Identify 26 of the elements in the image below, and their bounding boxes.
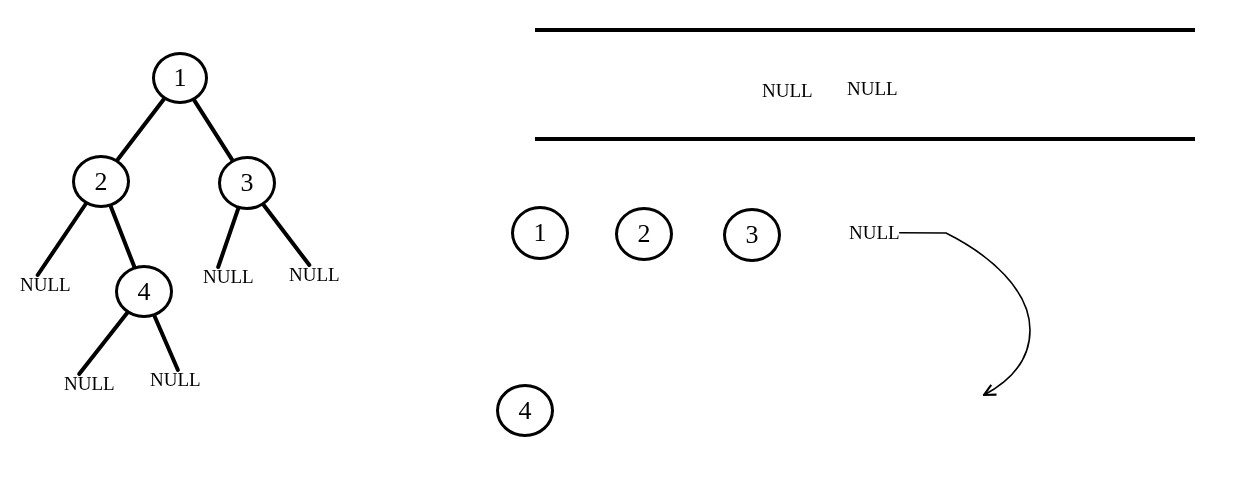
node-circle: 2 — [615, 207, 673, 261]
queue-band — [535, 28, 1195, 141]
node-circle: 3 — [723, 208, 781, 262]
branch-line — [261, 203, 312, 267]
curved-arrow — [898, 231, 1031, 397]
node-circle: 3 — [218, 156, 276, 210]
node-label: NULL — [64, 374, 115, 393]
branch-line — [77, 311, 130, 376]
branch-line — [108, 204, 137, 269]
node-circle: 1 — [511, 206, 569, 260]
node-label: NULL — [20, 275, 71, 294]
branch-line — [192, 98, 235, 162]
node-circle: 1 — [152, 52, 208, 104]
node-circle: 2 — [72, 155, 130, 208]
node-label: NULL — [289, 265, 340, 284]
branch-line — [35, 202, 88, 277]
node-label: NULL — [203, 267, 254, 286]
branch-line — [216, 206, 241, 269]
band-label: NULL — [762, 81, 813, 100]
node-circle: 4 — [115, 265, 173, 318]
branch-line — [152, 314, 180, 372]
node-circle: 4 — [496, 384, 554, 437]
node-label: NULL — [150, 370, 201, 389]
branch-line — [115, 97, 166, 162]
band-label: NULL — [847, 79, 898, 98]
node-label: NULL — [849, 223, 900, 242]
